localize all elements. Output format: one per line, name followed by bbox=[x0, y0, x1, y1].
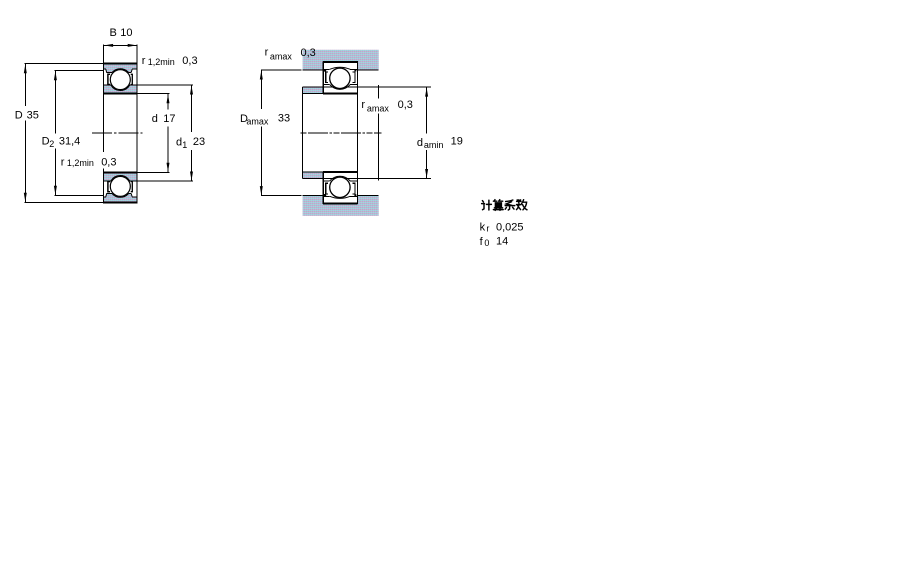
svg-text:0,3: 0,3 bbox=[101, 157, 116, 169]
svg-text:0,3: 0,3 bbox=[301, 47, 316, 59]
svg-text:r: r bbox=[142, 55, 146, 67]
svg-text:D: D bbox=[42, 135, 50, 147]
svg-text:r: r bbox=[486, 223, 489, 233]
svg-text:2: 2 bbox=[49, 139, 54, 149]
svg-text:k: k bbox=[480, 222, 486, 234]
svg-text:d: d bbox=[176, 136, 182, 148]
svg-text:D: D bbox=[240, 113, 248, 125]
svg-text:14: 14 bbox=[496, 236, 508, 248]
svg-text:1,2min: 1,2min bbox=[148, 57, 175, 67]
svg-text:r: r bbox=[265, 46, 269, 58]
svg-text:31,4: 31,4 bbox=[59, 135, 80, 147]
svg-text:19: 19 bbox=[451, 136, 463, 148]
svg-text:f: f bbox=[480, 236, 484, 248]
svg-text:1: 1 bbox=[182, 140, 187, 150]
svg-text:amax: amax bbox=[367, 103, 390, 113]
svg-text:10: 10 bbox=[120, 27, 132, 39]
svg-text:r: r bbox=[361, 99, 365, 111]
svg-text:1,2min: 1,2min bbox=[67, 158, 94, 168]
svg-text:0,3: 0,3 bbox=[398, 99, 413, 111]
svg-text:0: 0 bbox=[484, 238, 489, 248]
svg-text:B: B bbox=[110, 27, 117, 39]
svg-text:0,3: 0,3 bbox=[182, 55, 197, 67]
svg-text:17: 17 bbox=[163, 113, 175, 125]
svg-text:d: d bbox=[417, 137, 423, 149]
svg-text:amax: amax bbox=[246, 116, 269, 126]
svg-text:d: d bbox=[152, 113, 158, 125]
svg-text:35: 35 bbox=[27, 110, 39, 122]
svg-text:amin: amin bbox=[424, 140, 444, 150]
svg-text:amax: amax bbox=[270, 51, 293, 61]
svg-text:0,025: 0,025 bbox=[496, 222, 524, 234]
svg-text:D: D bbox=[15, 110, 23, 122]
svg-text:23: 23 bbox=[193, 136, 205, 148]
svg-text:33: 33 bbox=[278, 113, 290, 125]
svg-text:r: r bbox=[61, 156, 65, 168]
